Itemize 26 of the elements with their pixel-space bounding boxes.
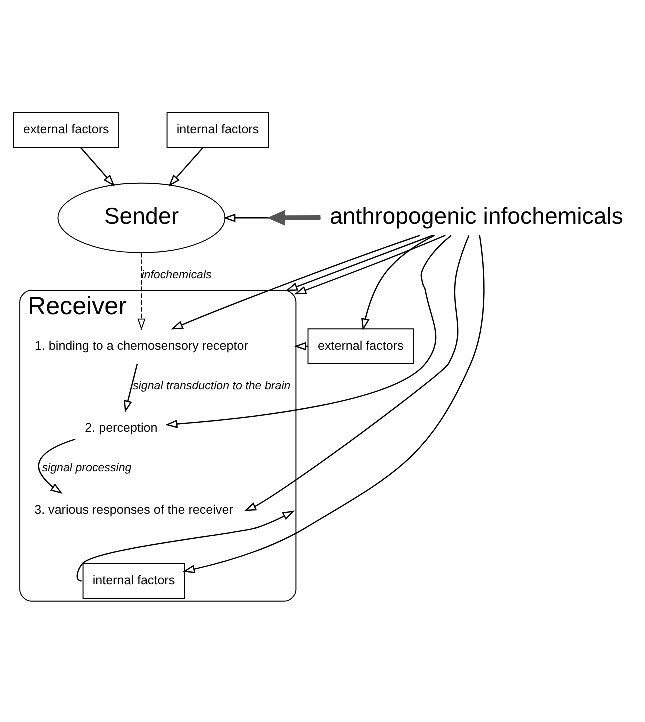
node-text: anthropogenic infochemicals	[330, 203, 624, 230]
arrow	[76, 510, 295, 582]
edge-label: infochemicals	[142, 270, 212, 282]
arrow	[138, 252, 146, 330]
node-text: 3. various responses of the receiver	[34, 502, 234, 517]
edge-label: signal transduction to the brain	[133, 380, 291, 393]
arrow	[294, 235, 446, 295]
arrow	[171, 235, 420, 330]
arrow	[244, 236, 470, 512]
arrow	[80, 147, 116, 187]
arrow	[361, 235, 436, 331]
arrow	[182, 235, 485, 574]
node-box: internal factors	[166, 112, 270, 148]
node-text: 2. perception	[85, 420, 158, 435]
arrow	[166, 235, 452, 428]
arrow	[38, 438, 76, 494]
arrow	[124, 364, 138, 413]
node-ellipse: Sender	[58, 182, 226, 254]
node-text: 1. binding to a chemosensory receptor	[34, 338, 248, 353]
node-box: external factors	[13, 112, 120, 148]
node-box: internal factors	[82, 563, 186, 599]
arrow	[168, 147, 204, 187]
node-box: external factors	[308, 328, 414, 364]
arrow	[286, 235, 434, 292]
arrow	[267, 210, 321, 226]
edge-label: signal processing	[42, 462, 132, 475]
